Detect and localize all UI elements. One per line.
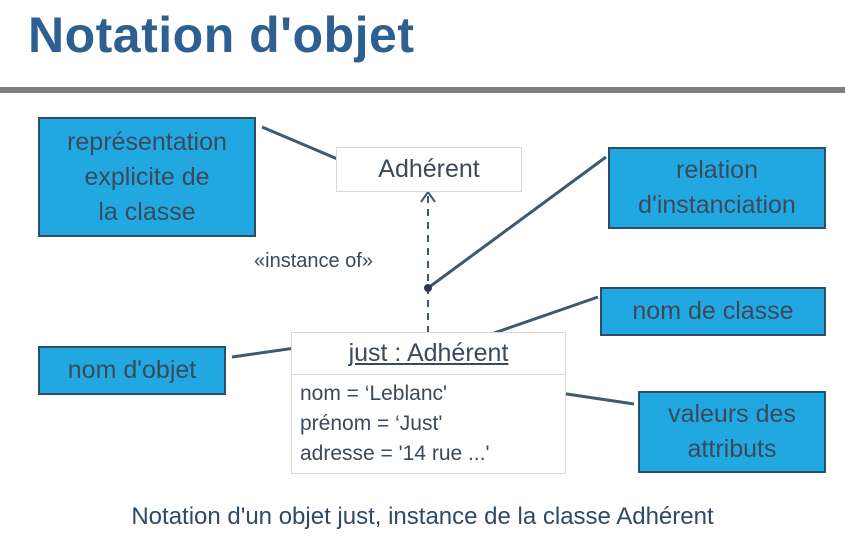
callout-attribute-values-line2: attributs xyxy=(687,435,777,463)
page-title: Notation d'objet xyxy=(28,7,415,63)
callout-explicit-class: représentation explicite de la classe xyxy=(38,117,256,237)
class-box: Adhérent xyxy=(336,147,522,192)
callout-attribute-values: valeurs des attributs xyxy=(638,391,826,473)
class-box-name: Adhérent xyxy=(378,155,480,183)
connector-instantiation xyxy=(427,155,607,290)
figure-caption: Notation d'un objet just, instance de la… xyxy=(131,503,714,530)
instance-of-arrowhead xyxy=(420,190,436,203)
attribute-nom: nom = ‘Leblanc' xyxy=(300,382,448,405)
stereotype-label: «instance of» xyxy=(254,250,373,272)
object-box-name: just : Adhérent xyxy=(292,333,565,375)
callout-instantiation-line2: d'instanciation xyxy=(638,191,796,219)
callout-instantiation-line1: relation xyxy=(676,156,758,184)
connector-dot-instantiation xyxy=(424,284,432,292)
title-divider xyxy=(0,87,845,93)
callout-explicit-class-line2: explicite de xyxy=(84,162,210,191)
callout-instantiation: relation d'instanciation xyxy=(608,147,826,229)
callout-explicit-class-line3: la classe xyxy=(98,197,196,226)
callout-attribute-values-line1: valeurs des xyxy=(668,400,796,428)
callout-object-name-text: nom d'objet xyxy=(67,356,197,384)
object-box: just : Adhérent nom = ‘Leblanc' prénom =… xyxy=(291,332,566,474)
callout-explicit-class-line1: représentation xyxy=(67,127,227,156)
callout-object-name: nom d'objet xyxy=(38,346,226,395)
object-attributes: nom = ‘Leblanc' prénom = ‘Just' adresse … xyxy=(300,379,490,469)
callout-class-name: nom de classe xyxy=(600,287,826,336)
attribute-adresse: adresse = '14 rue ...' xyxy=(300,442,490,465)
attribute-prenom: prénom = ‘Just' xyxy=(300,412,443,435)
callout-class-name-text: nom de classe xyxy=(632,297,794,325)
